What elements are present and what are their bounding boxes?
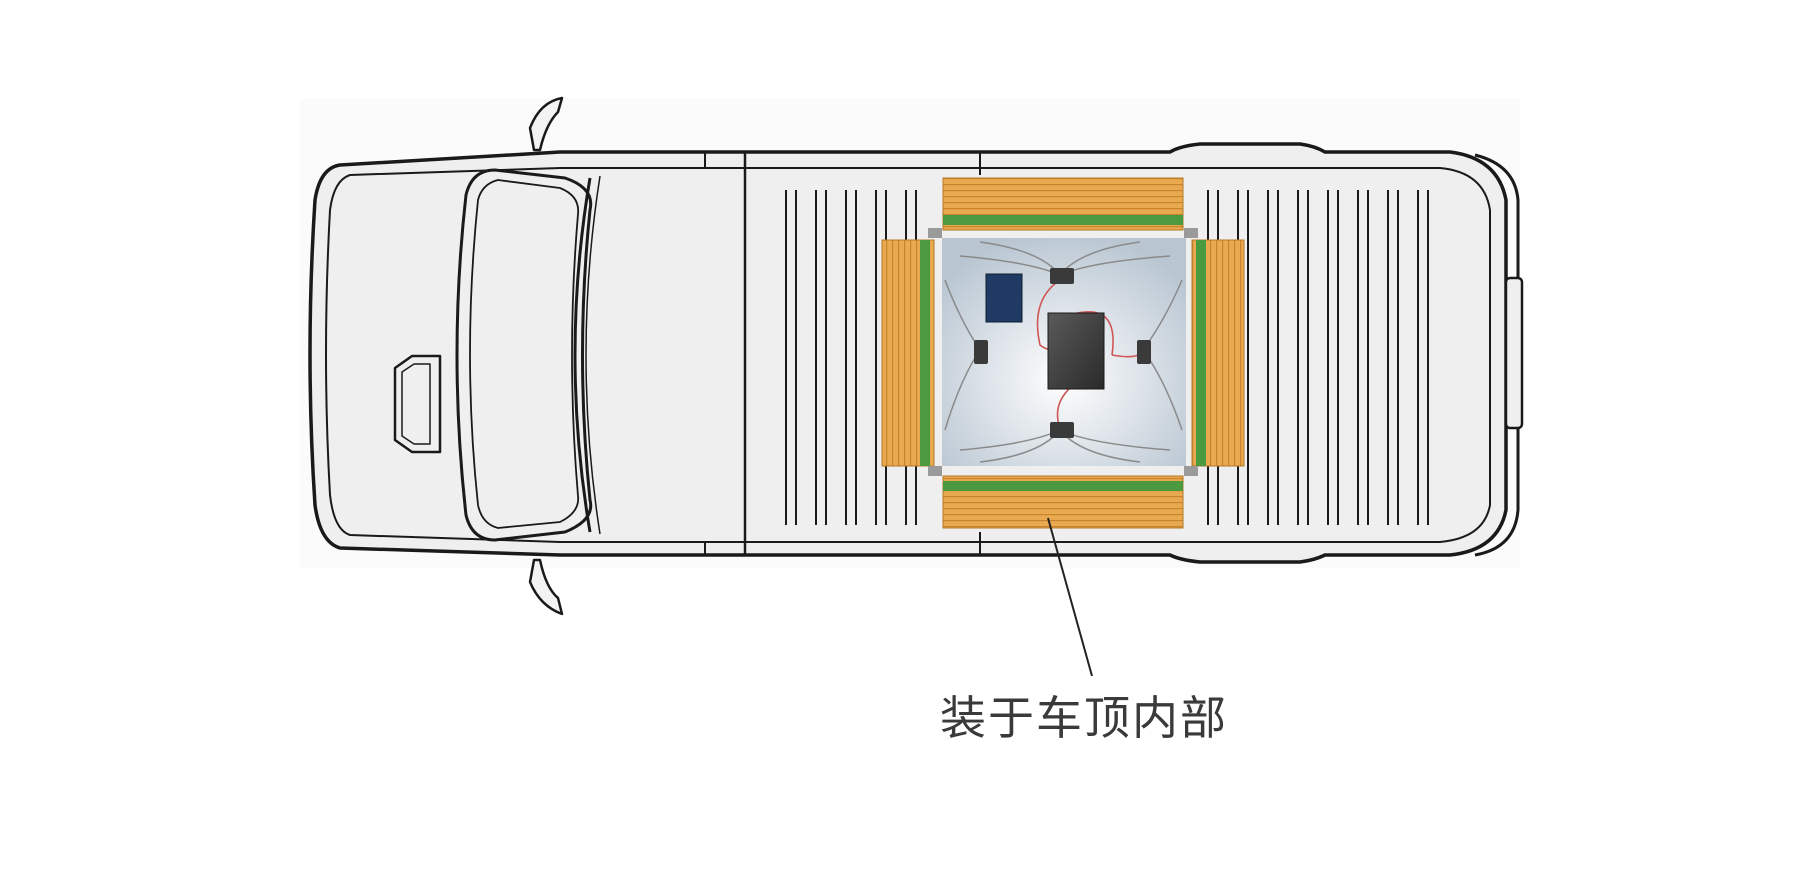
roof-front-edge xyxy=(573,177,592,533)
panel-col-left-pcb xyxy=(920,240,930,466)
roof-front-edge-2 xyxy=(585,175,601,535)
control-module-blue xyxy=(985,273,1023,323)
connector-right xyxy=(1137,340,1151,364)
callout-label: 装于车顶内部 xyxy=(940,691,1228,745)
corner-bracket-bl xyxy=(928,466,942,476)
side-rail-bottom xyxy=(600,541,706,555)
panel-row-top-pcb xyxy=(943,215,1183,225)
corner-bracket-tr xyxy=(1184,228,1198,238)
hood-grille xyxy=(393,354,442,454)
connector-bottom xyxy=(1050,422,1074,438)
panel-col-right-pcb xyxy=(1196,240,1206,466)
callout-line xyxy=(1047,517,1093,677)
main-controller xyxy=(1047,312,1105,390)
rear-hinge xyxy=(1504,276,1524,430)
windshield-inner xyxy=(469,179,580,529)
panel-row-bottom-pcb xyxy=(943,481,1183,491)
corner-bracket-tl xyxy=(928,228,942,238)
right-mirror xyxy=(528,558,564,616)
windshield xyxy=(455,168,593,542)
connector-left xyxy=(974,340,988,364)
left-mirror xyxy=(528,96,564,152)
hood-grille-inner xyxy=(401,363,431,445)
van-body-inner xyxy=(325,167,1491,543)
roof-module-array-icon xyxy=(881,177,1245,529)
side-rail-top xyxy=(600,152,706,169)
connector-top xyxy=(1050,268,1074,284)
corner-bracket-br xyxy=(1184,466,1198,476)
